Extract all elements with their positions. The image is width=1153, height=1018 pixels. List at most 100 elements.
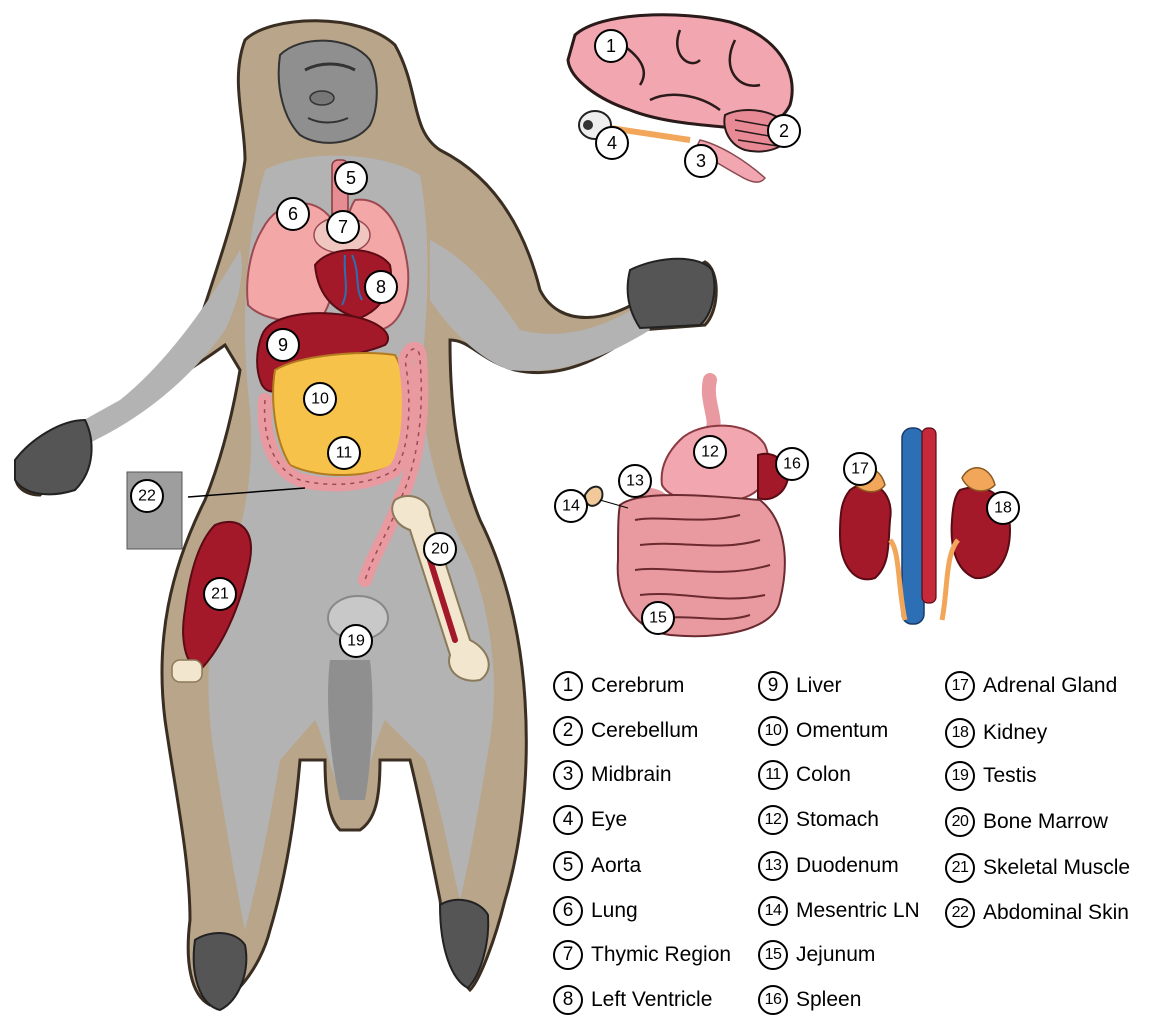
legend-item-colon: 11 Colon xyxy=(758,757,851,793)
legend-number: 16 xyxy=(758,985,788,1015)
svg-text:3: 3 xyxy=(696,151,706,171)
marker-18: 18 xyxy=(987,492,1019,524)
legend-item-lung: 6 Lung xyxy=(553,893,638,929)
svg-text:16: 16 xyxy=(783,456,801,473)
legend-label: Left Ventricle xyxy=(591,988,712,1012)
marker-15: 15 xyxy=(642,602,674,634)
legend-label: Midbrain xyxy=(591,763,672,787)
legend-label: Liver xyxy=(796,674,842,698)
legend-label: Mesentric LN xyxy=(796,899,920,923)
legend-item-midbrain: 3 Midbrain xyxy=(553,757,672,793)
legend-number: 12 xyxy=(758,805,788,835)
legend-number: 11 xyxy=(758,760,788,790)
legend-item-mesentric-ln: 14 Mesentric LN xyxy=(758,893,920,929)
legend-number: 18 xyxy=(945,718,975,748)
legend-item-kidney: 18 Kidney xyxy=(945,715,1047,751)
svg-text:19: 19 xyxy=(347,633,365,650)
marker-2: 2 xyxy=(768,115,800,147)
legend-number: 8 xyxy=(553,985,583,1015)
legend-item-jejunum: 15 Jejunum xyxy=(758,937,875,973)
marker-5: 5 xyxy=(335,162,367,194)
legend-item-abdominal-skin: 22 Abdominal Skin xyxy=(945,895,1129,931)
legend-label: Cerebrum xyxy=(591,674,684,698)
marker-16: 16 xyxy=(776,448,808,480)
legend-number: 6 xyxy=(553,896,583,926)
legend-number: 19 xyxy=(945,761,975,791)
legend-number: 20 xyxy=(945,807,975,837)
svg-text:21: 21 xyxy=(211,586,229,603)
legend-number: 10 xyxy=(758,716,788,746)
legend-item-cerebrum: 1 Cerebrum xyxy=(553,668,684,704)
legend-label: Cerebellum xyxy=(591,719,698,743)
marker-13: 13 xyxy=(619,465,651,497)
marker-4: 4 xyxy=(596,127,628,159)
legend-number: 4 xyxy=(553,805,583,835)
legend-label: Lung xyxy=(591,899,638,923)
marker-19: 19 xyxy=(340,625,372,657)
svg-text:10: 10 xyxy=(311,391,329,408)
svg-text:1: 1 xyxy=(606,36,616,56)
svg-text:2: 2 xyxy=(779,121,789,141)
svg-text:6: 6 xyxy=(288,204,298,224)
legend-label: Abdominal Skin xyxy=(983,901,1129,925)
legend-label: Jejunum xyxy=(796,943,875,967)
svg-text:11: 11 xyxy=(336,445,353,462)
legend-item-left-ventricle: 8 Left Ventricle xyxy=(553,982,712,1018)
legend-label: Eye xyxy=(591,808,627,832)
marker-12: 12 xyxy=(694,436,726,468)
legend-item-testis: 19 Testis xyxy=(945,758,1037,794)
legend-label: Stomach xyxy=(796,808,879,832)
marker-22: 22 xyxy=(131,480,163,512)
legend-item-cerebellum: 2 Cerebellum xyxy=(553,713,698,749)
svg-text:22: 22 xyxy=(138,488,156,505)
svg-text:15: 15 xyxy=(649,610,667,627)
legend-item-adrenal-gland: 17 Adrenal Gland xyxy=(945,668,1117,704)
legend-label: Omentum xyxy=(796,719,888,743)
marker-14: 14 xyxy=(555,490,587,522)
legend-item-spleen: 16 Spleen xyxy=(758,982,861,1018)
marker-8: 8 xyxy=(365,271,397,303)
legend-item-skeletal-muscle: 21 Skeletal Muscle xyxy=(945,850,1130,886)
marker-10: 10 xyxy=(304,383,336,415)
legend-item-liver: 9 Liver xyxy=(758,668,842,704)
legend-number: 22 xyxy=(945,898,975,928)
legend-item-thymic-region: 7 Thymic Region xyxy=(553,937,731,973)
legend-label: Spleen xyxy=(796,988,861,1012)
legend-number: 2 xyxy=(553,716,583,746)
legend-item-eye: 4 Eye xyxy=(553,802,627,838)
legend-number: 3 xyxy=(553,760,583,790)
marker-17: 17 xyxy=(844,453,876,485)
legend-number: 14 xyxy=(758,896,788,926)
svg-text:9: 9 xyxy=(278,335,288,355)
marker-11: 11 xyxy=(328,437,360,469)
marker-7: 7 xyxy=(327,211,359,243)
legend-number: 1 xyxy=(553,671,583,701)
legend-item-aorta: 5 Aorta xyxy=(553,848,641,884)
svg-text:7: 7 xyxy=(338,217,348,237)
svg-text:12: 12 xyxy=(701,444,719,461)
marker-20: 20 xyxy=(424,533,456,565)
organ-legend: 1 Cerebrum 2 Cerebellum 3 Midbrain 4 Eye… xyxy=(553,668,1153,1013)
legend-label: Kidney xyxy=(983,721,1047,745)
svg-text:14: 14 xyxy=(562,498,580,515)
marker-1: 1 xyxy=(595,30,627,62)
svg-text:13: 13 xyxy=(626,473,644,490)
legend-label: Duodenum xyxy=(796,854,899,878)
marker-6: 6 xyxy=(277,198,309,230)
legend-number: 9 xyxy=(758,671,788,701)
legend-label: Bone Marrow xyxy=(983,810,1108,834)
legend-item-omentum: 10 Omentum xyxy=(758,713,888,749)
legend-number: 7 xyxy=(553,940,583,970)
legend-number: 15 xyxy=(758,940,788,970)
marker-3: 3 xyxy=(685,145,717,177)
gi-tract-illustration xyxy=(585,380,788,636)
legend-number: 13 xyxy=(758,851,788,881)
legend-label: Skeletal Muscle xyxy=(983,856,1130,880)
legend-number: 21 xyxy=(945,853,975,883)
svg-text:17: 17 xyxy=(851,461,869,478)
legend-number: 5 xyxy=(553,851,583,881)
legend-label: Adrenal Gland xyxy=(983,674,1117,698)
svg-text:4: 4 xyxy=(607,133,617,153)
svg-text:5: 5 xyxy=(346,168,356,188)
legend-number: 17 xyxy=(945,671,975,701)
